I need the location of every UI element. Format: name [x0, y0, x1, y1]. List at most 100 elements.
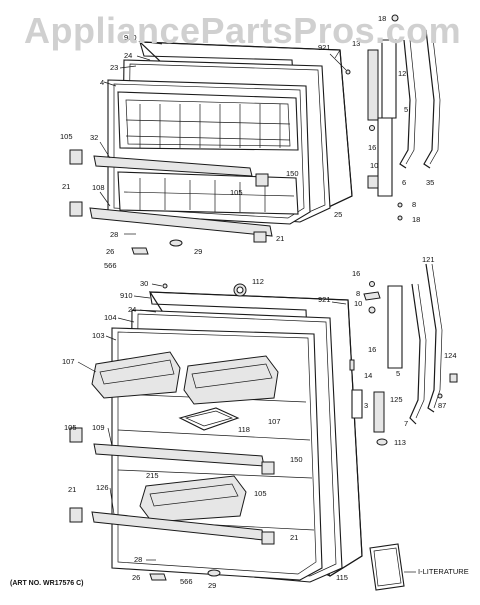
freezer-plug-29: [169, 239, 183, 247]
fresh-handle-7: [425, 263, 437, 413]
label: 7: [404, 419, 408, 428]
label: 16: [368, 143, 376, 152]
label: 29: [208, 581, 216, 590]
label: 87: [438, 401, 446, 410]
label: 28: [134, 555, 142, 564]
freezer-hinge-13: [367, 49, 379, 121]
fresh-bracket-21b: [261, 531, 275, 545]
label: 23: [110, 63, 118, 72]
label: 103: [92, 331, 105, 340]
label: 26: [132, 573, 140, 582]
label: 105: [64, 423, 77, 432]
freezer-spacer-26: [131, 247, 149, 255]
freezer-bracket-21b: [253, 231, 267, 243]
label: 14: [364, 371, 372, 380]
label: 16: [368, 345, 376, 354]
label: 109: [92, 423, 105, 432]
label: 910: [124, 33, 137, 42]
literature-booklet: [369, 543, 405, 591]
label: 24: [124, 51, 132, 60]
part-labels: 18 910 921 24 23 13 4 12 5 105 32 16 150…: [60, 14, 469, 590]
fresh-cap-113: [376, 438, 388, 446]
fresh-bracket-105a: [69, 427, 83, 443]
label: 32: [90, 133, 98, 142]
label: 12: [398, 69, 406, 78]
fresh-food-door-assembly: [69, 263, 458, 591]
label: 6: [402, 178, 406, 187]
freezer-door-assembly: [69, 14, 441, 255]
label: 8: [356, 289, 360, 298]
label: 910: [120, 291, 133, 300]
label: 4: [100, 78, 104, 87]
label: 921: [318, 43, 331, 52]
label: 29: [194, 247, 202, 256]
fresh-tray-118: [178, 407, 240, 431]
label: 115: [336, 573, 348, 582]
fresh-bin-107a: [91, 351, 181, 399]
fresh-bin-107b: [183, 355, 279, 405]
label: 18: [378, 14, 386, 23]
label: 25: [334, 210, 342, 219]
freezer-bracket-105a: [69, 149, 83, 165]
fresh-bracket-105b: [261, 461, 275, 475]
fresh-hinge-8: [363, 291, 381, 301]
label: 21: [290, 533, 298, 542]
label: 150: [290, 455, 303, 464]
label: 24: [128, 305, 136, 314]
label: 150: [286, 169, 299, 178]
label: 8: [412, 200, 416, 209]
label: 124: [444, 351, 457, 360]
label: 21: [276, 234, 284, 243]
leader-lines: [77, 41, 347, 515]
label: 28: [110, 230, 118, 239]
fresh-bin-215: [139, 475, 247, 523]
fresh-spacer-26: [149, 573, 167, 581]
label: 108: [92, 183, 105, 192]
freezer-hinge-12: [381, 39, 397, 119]
fresh-plug-29: [207, 569, 221, 577]
label: 26: [106, 247, 114, 256]
label: 10: [354, 299, 362, 308]
label: 125: [390, 395, 403, 404]
label: 5: [404, 105, 408, 114]
label: 121: [422, 255, 435, 264]
freezer-handle-6: [399, 39, 411, 169]
label: 105: [230, 188, 243, 197]
label: 104: [104, 313, 117, 322]
label: 5: [396, 369, 400, 378]
label: 35: [426, 178, 434, 187]
label: 566: [180, 577, 193, 586]
fresh-hinge-14: [351, 389, 363, 419]
label: 112: [252, 277, 264, 286]
watermark: AppliancePartsPros.com: [24, 10, 462, 51]
label: 118: [238, 425, 250, 434]
fresh-hinge-5: [387, 285, 403, 369]
fresh-hinge-125: [373, 391, 385, 433]
art-number: (ART NO. WR17576 C): [10, 580, 84, 587]
label: 566: [104, 261, 117, 270]
label: 16: [352, 269, 360, 278]
freezer-handle-35: [423, 29, 435, 169]
literature-label: I-LITERATURE: [418, 567, 469, 576]
freezer-bracket-21a: [69, 201, 83, 217]
label: 21: [62, 182, 70, 191]
label: 21: [68, 485, 76, 494]
freezer-shelf-bar-lower: [89, 207, 273, 237]
label: 107: [268, 417, 281, 426]
label: 126: [96, 483, 109, 492]
label: 105: [60, 132, 73, 141]
fresh-handle-121: [409, 283, 421, 425]
label: 107: [62, 357, 75, 366]
freezer-hinge-5: [377, 117, 393, 197]
label: 215: [146, 471, 159, 480]
label: 10: [370, 161, 378, 170]
label: 113: [394, 438, 406, 447]
fresh-bracket-21a: [69, 507, 83, 523]
label: 30: [140, 279, 148, 288]
label: 105: [254, 489, 267, 498]
freezer-bracket-105b: [255, 173, 269, 187]
label: 13: [352, 39, 360, 48]
label: 18: [412, 215, 420, 224]
